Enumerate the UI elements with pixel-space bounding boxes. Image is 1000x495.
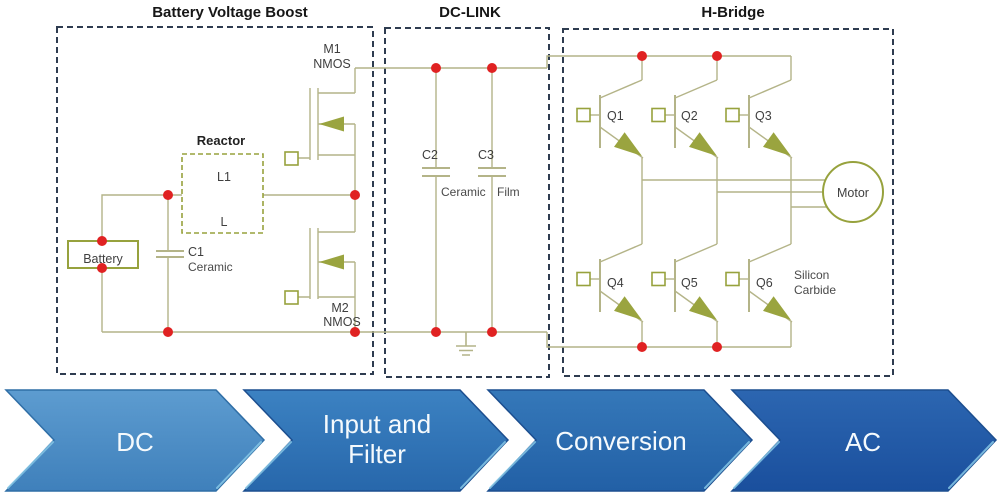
q3-designator: Q3 <box>755 109 772 123</box>
wire-phase-lines <box>642 179 827 208</box>
arrow-ac-shape <box>730 389 998 492</box>
flow-label-ac: AC <box>845 427 881 457</box>
arrow-input-filter-accent <box>245 441 506 489</box>
junction-dot <box>712 342 722 352</box>
motor-label: Motor <box>837 186 869 200</box>
m1-designator: M1 <box>323 42 340 56</box>
q2-designator: Q2 <box>681 109 698 123</box>
section-title-h-bridge: H-Bridge <box>701 4 764 21</box>
q1-designator: Q1 <box>607 109 624 123</box>
wire-bottom-rail-hbridge <box>546 332 791 348</box>
wire-hbridge-mid-legs <box>641 158 792 244</box>
c1-type: Ceramic <box>188 260 233 274</box>
component-labels: Battery Reactor L1 L C1 Ceramic M1 NMOS … <box>83 42 869 329</box>
c1-designator: C1 <box>188 245 204 259</box>
tech-note-line1: Silicon <box>794 268 829 282</box>
junction-dot <box>97 263 107 273</box>
junction-dot <box>637 51 647 61</box>
c2-type: Ceramic <box>441 185 486 199</box>
junction-dot <box>431 327 441 337</box>
flow-arrow-ac: AC <box>723 386 1000 495</box>
m1-type: NMOS <box>313 57 351 71</box>
junction-dot <box>712 51 722 61</box>
inductor-symbol-label: L <box>221 215 228 229</box>
flow-arrow-input-filter: Input and Filter <box>235 386 513 495</box>
wire-hbridge-top-drops <box>641 56 718 80</box>
flow-arrows: AC Conversion Input and Filter DC <box>0 386 1000 495</box>
junction-dot <box>431 63 441 73</box>
q4-designator: Q4 <box>607 276 624 290</box>
arrow-input-filter-shape <box>242 389 510 492</box>
junction-dot <box>163 327 173 337</box>
junction-dot <box>487 63 497 73</box>
tech-note-line2: Carbide <box>794 283 836 297</box>
q6-designator: Q6 <box>756 276 773 290</box>
mosfet-arrows <box>319 116 344 270</box>
arrow-conversion-shape <box>486 389 754 492</box>
section-title-dc-link: DC-LINK <box>439 4 501 21</box>
section-box-battery-voltage-boost <box>56 26 374 375</box>
junction-dot <box>163 190 173 200</box>
flow-label-input-filter-line2: Filter <box>348 439 406 469</box>
inductor-designator: L1 <box>217 170 231 184</box>
flow-label-conversion: Conversion <box>555 426 687 456</box>
junction-dot <box>350 327 360 337</box>
arrow-dc-shape <box>4 389 266 492</box>
q5-designator: Q5 <box>681 276 698 290</box>
junction-dot <box>97 236 107 246</box>
capacitor-c2-symbol <box>422 167 450 177</box>
capacitor-c1-symbol <box>156 250 184 258</box>
arrow-conversion-accent <box>489 441 750 489</box>
flow-label-input-filter-line1: Input and <box>323 409 431 439</box>
flow-label-dc: DC <box>116 427 154 457</box>
junction-dot <box>637 342 647 352</box>
m2-gate-square <box>284 290 299 305</box>
wires <box>101 55 827 356</box>
section-boxes <box>56 26 894 378</box>
section-title-battery-voltage-boost: Battery Voltage Boost <box>152 4 308 21</box>
reactor-box <box>181 153 264 234</box>
flow-arrow-conversion: Conversion <box>479 386 757 495</box>
mosfet-m1-symbol <box>298 68 356 195</box>
motor-symbol <box>822 161 884 223</box>
arrow-dc-accent <box>7 441 262 489</box>
section-box-h-bridge <box>562 28 894 377</box>
junction-dots <box>97 51 722 352</box>
arrow-ac-accent <box>733 441 994 489</box>
m2-arrow-icon <box>319 254 344 270</box>
flow-arrow-dc: DC <box>0 386 269 495</box>
capacitor-c3-symbol <box>478 167 506 177</box>
battery-label: Battery <box>83 252 123 266</box>
section-box-dc-link <box>384 27 550 378</box>
m1-gate-square <box>284 151 299 166</box>
c3-designator: C3 <box>478 148 494 162</box>
junction-dot <box>350 190 360 200</box>
m1-arrow-icon <box>319 116 344 132</box>
c3-type: Film <box>497 185 520 199</box>
m2-type: NMOS <box>323 315 361 329</box>
ground-icon <box>456 332 476 356</box>
reactor-title: Reactor <box>197 133 245 148</box>
m2-designator: M2 <box>331 301 348 315</box>
wire-battery-top <box>101 194 190 241</box>
junction-dot <box>487 327 497 337</box>
wire-top-rail <box>355 55 792 80</box>
c2-designator: C2 <box>422 148 438 162</box>
